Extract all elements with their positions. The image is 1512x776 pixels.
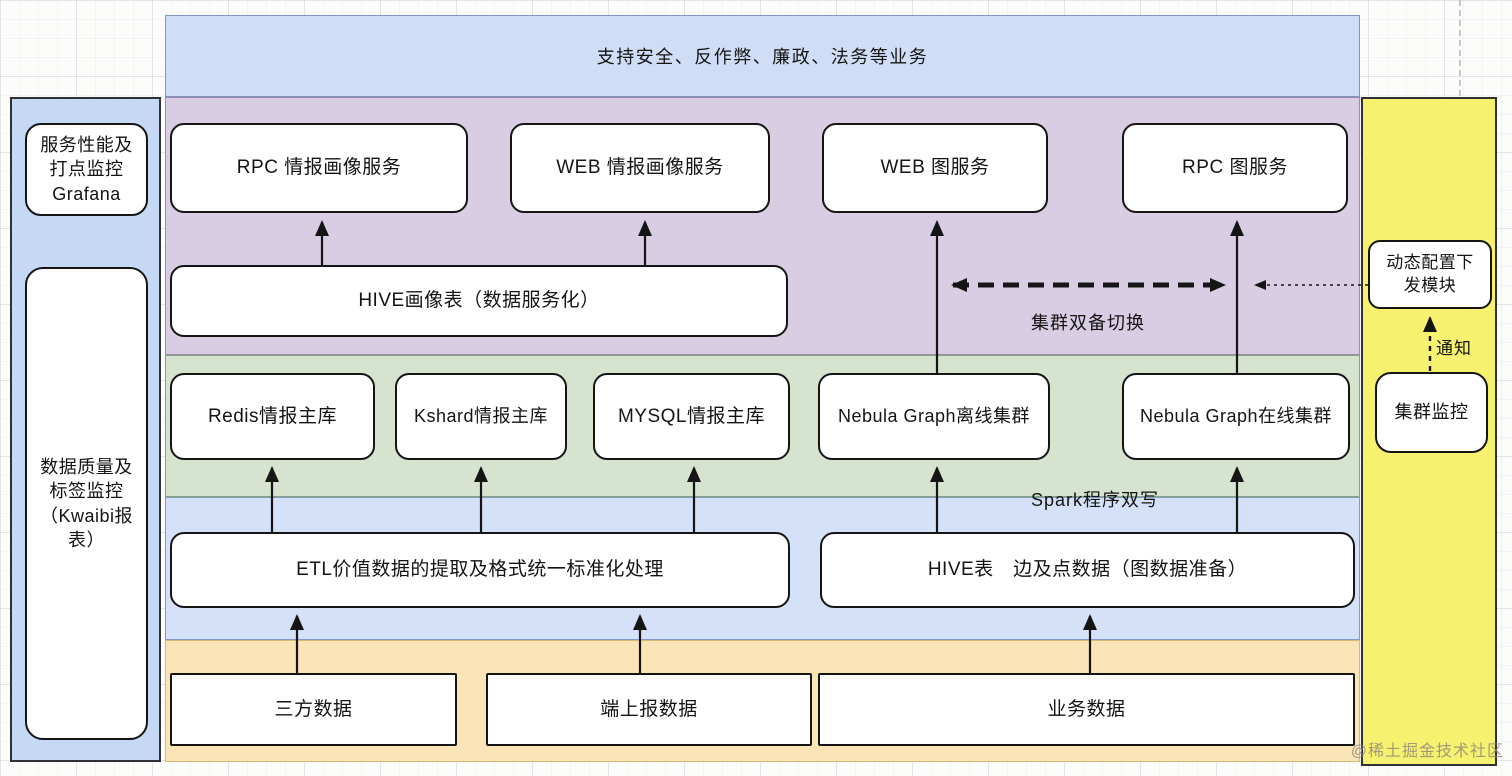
node-nebula-online-cluster: Nebula Graph在线集群 xyxy=(1122,373,1350,460)
node-web-graph-service: WEB 图服务 xyxy=(822,123,1048,213)
node-hive-portrait-table: HIVE画像表（数据服务化） xyxy=(170,265,788,337)
node-kshard-db: Kshard情报主库 xyxy=(395,373,567,460)
node-redis-db: Redis情报主库 xyxy=(170,373,375,460)
node-dynamic-config-module: 动态配置下 发模块 xyxy=(1368,240,1492,309)
banner-business-scope: 支持安全、反作弊、廉政、法务等业务 xyxy=(165,15,1360,97)
banner-label: 支持安全、反作弊、廉政、法务等业务 xyxy=(596,47,929,67)
node-perf-monitor-grafana: 服务性能及 打点监控 Grafana xyxy=(25,123,148,216)
label-notify: 通知 xyxy=(1436,339,1472,358)
node-web-portrait-service: WEB 情报画像服务 xyxy=(510,123,770,213)
node-client-report-data: 端上报数据 xyxy=(486,673,812,746)
node-mysql-db: MYSQL情报主库 xyxy=(593,373,790,460)
node-business-data: 业务数据 xyxy=(818,673,1355,746)
label-cluster-switch: 集群双备切换 xyxy=(1031,313,1145,333)
label-spark-double-write: Spark程序双写 xyxy=(1030,490,1160,510)
node-etl-process: ETL价值数据的提取及格式统一标准化处理 xyxy=(170,532,790,608)
node-third-party-data: 三方数据 xyxy=(170,673,457,746)
node-data-quality-monitor: 数据质量及 标签监控 （Kwaibi报 表） xyxy=(25,267,148,740)
node-cluster-monitor: 集群监控 xyxy=(1375,372,1488,453)
page-divider-line xyxy=(1459,0,1461,96)
node-rpc-graph-service: RPC 图服务 xyxy=(1122,123,1348,213)
node-nebula-offline-cluster: Nebula Graph离线集群 xyxy=(818,373,1050,460)
node-hive-edge-table: HIVE表 边及点数据（图数据准备） xyxy=(820,532,1355,608)
watermark: @稀土掘金技术社区 xyxy=(1350,743,1504,760)
node-rpc-portrait-service: RPC 情报画像服务 xyxy=(170,123,468,213)
